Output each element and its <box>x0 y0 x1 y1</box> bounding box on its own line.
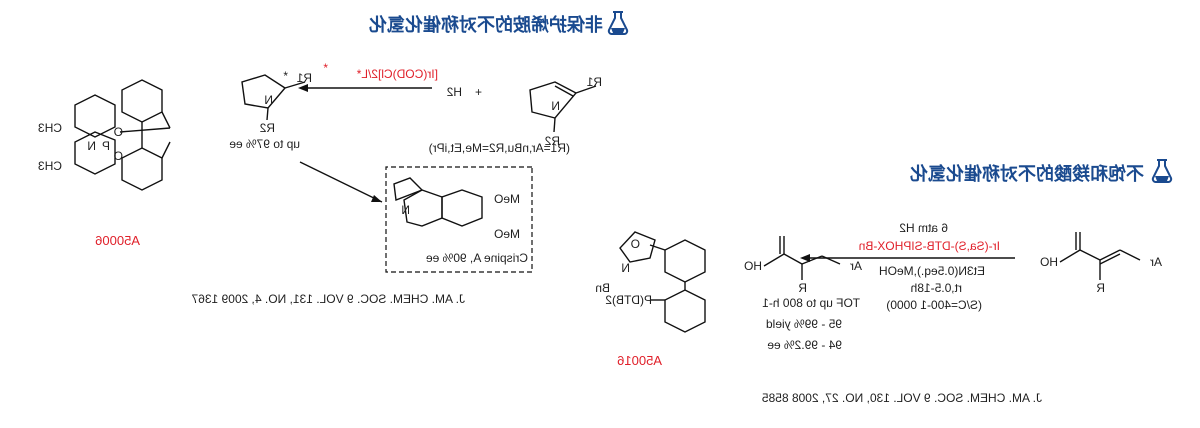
plus-sign: + <box>475 85 482 99</box>
application-arrow <box>299 161 383 203</box>
ir-catalyst-label: [Ir(COD)Cl]2/L* <box>356 67 438 81</box>
yield-note: 95 - 99% yield <box>766 317 842 331</box>
ligand1-ch3-top: CH3 <box>38 121 62 135</box>
section2-title: 不饱和羧酸的不对称催化氢化 <box>910 163 1144 184</box>
condition-sc: (S/C=400-1 0000) <box>886 298 982 312</box>
ligand2-o: O <box>631 237 640 251</box>
pyrrolidine-r2: R2 <box>259 121 275 135</box>
ee-range-note: 94 - 99.2% ee <box>767 338 842 352</box>
ligand1-o-bottom: O <box>114 149 123 163</box>
enamine-r1: R1 <box>586 75 602 89</box>
pyrrolidine-star: * <box>283 69 288 83</box>
pyrrolidine-n: N <box>264 93 273 107</box>
ligand1-n: N <box>87 139 96 153</box>
product-ar: Ar <box>850 259 862 273</box>
enamine-n: N <box>551 99 560 113</box>
ligand1-ch3-bottom: CH3 <box>38 159 62 173</box>
section2-header: 不饱和羧酸的不对称催化氢化 <box>910 159 1173 184</box>
crispine-meo-1: MeO <box>494 192 520 206</box>
ligand1-p: P <box>102 139 110 153</box>
reaction-arrow-2 <box>800 254 1015 262</box>
substituent-conditions: (R1=Ar,nBu,R2=Me,Et,iPr) <box>429 141 570 155</box>
crispine-a-box: MeO MeO N Crispine A, 90% ee <box>385 166 533 273</box>
crispine-label: Crispine A, 90% ee <box>426 251 528 265</box>
substrate-ho: HO <box>1040 255 1058 269</box>
ligand2-bn: Bn <box>595 281 610 295</box>
ligand2-p: P(DTB)2 <box>605 293 652 307</box>
section1-header: 非保护烯胺的不对称催化氢化 <box>369 11 629 35</box>
crispine-meo-2: MeO <box>494 227 520 241</box>
saturated-acid-product: Ar R HO <box>744 236 862 295</box>
substrate-r: R <box>1096 281 1105 295</box>
condition-time: rt,0.5-18h <box>911 281 962 295</box>
enamine-r2: R2 <box>544 134 560 148</box>
ee-note: up to 97% ee <box>229 137 300 151</box>
product-r: R <box>798 281 807 295</box>
pyrrolidine-product: N R1 R2 * <box>241 69 312 135</box>
chiral-star: * <box>323 61 328 75</box>
reaction-arrow-1 <box>298 84 432 92</box>
ligand-a50006: O O P N CH3 CH3 <box>38 79 171 191</box>
condition-h2: 6 atm H2 <box>899 221 948 235</box>
catalyst-code-a50006: A50006 <box>95 233 140 248</box>
substrate-ar: Ar <box>1150 255 1162 269</box>
catalyst-code-a50016: A50016 <box>617 353 662 368</box>
ligand1-o-top: O <box>114 125 123 139</box>
h2-reagent: H2 <box>446 85 462 99</box>
crispine-n: N <box>401 203 410 217</box>
condition-base: Et3N(0.5eq.),MeOH <box>879 264 985 278</box>
product-ho: HO <box>744 259 762 273</box>
tof-note: TOF up to 800 h-1 <box>762 296 860 310</box>
flask-icon <box>607 11 629 35</box>
section1-title: 非保护烯胺的不对称催化氢化 <box>369 14 603 35</box>
enamine-substrate: N R1 R2 <box>529 75 602 148</box>
reference-1: J. AM. CHEM. SOC. 9 VOL. 131, NO. 4, 200… <box>191 292 465 306</box>
ligand2-n: N <box>621 261 630 275</box>
ligand-a50016: O N Bn P(DTB)2 <box>595 231 706 333</box>
pyrrolidine-r1: R1 <box>296 71 312 85</box>
acrylic-acid-substrate: Ar R HO <box>1040 232 1162 295</box>
catalyst-siphox: Ir-(Sa,S)-DTB-SIPHOX-Bn <box>859 239 1000 253</box>
reference-2: J. AM. CHEM. SOC. 9 VOL. 130, NO. 27, 20… <box>762 391 1042 405</box>
flask-icon <box>1151 159 1173 183</box>
